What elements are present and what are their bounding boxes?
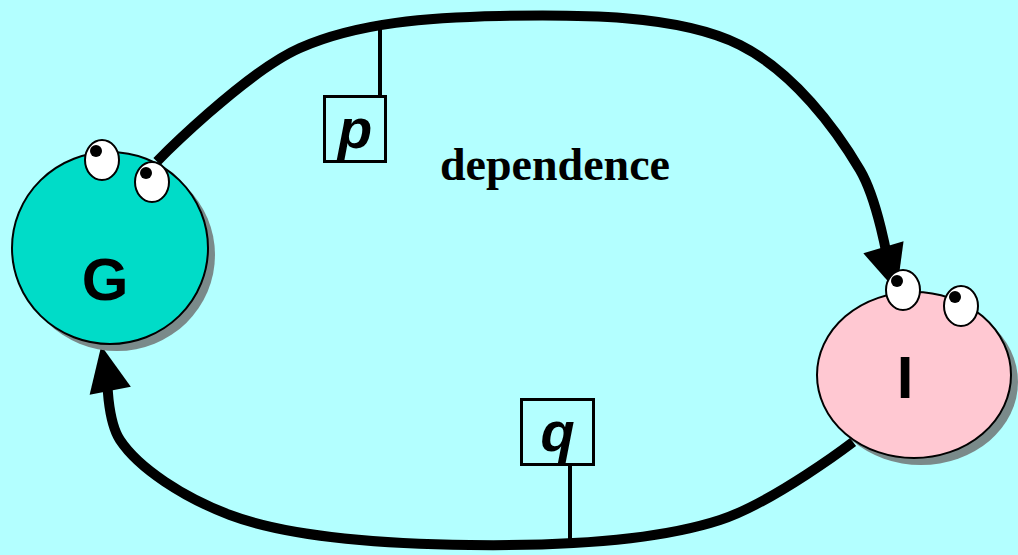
parameter-box: p (323, 95, 387, 163)
dependence-arrow (157, 15, 904, 291)
node-letter: I (897, 348, 914, 408)
edge-label: p (338, 101, 372, 157)
label-tick (568, 466, 572, 542)
relation-label: dependence (440, 142, 670, 188)
parameter-box: q (520, 398, 595, 466)
face-ellipse: I (815, 290, 1013, 460)
ellipse-outline (815, 290, 1013, 460)
edge-label: q (540, 404, 574, 460)
dependence-arrow (90, 346, 853, 546)
face-ellipse: G (10, 150, 210, 346)
node-letter: G (82, 250, 129, 310)
ellipse-outline (10, 150, 210, 346)
label-tick (378, 24, 382, 95)
